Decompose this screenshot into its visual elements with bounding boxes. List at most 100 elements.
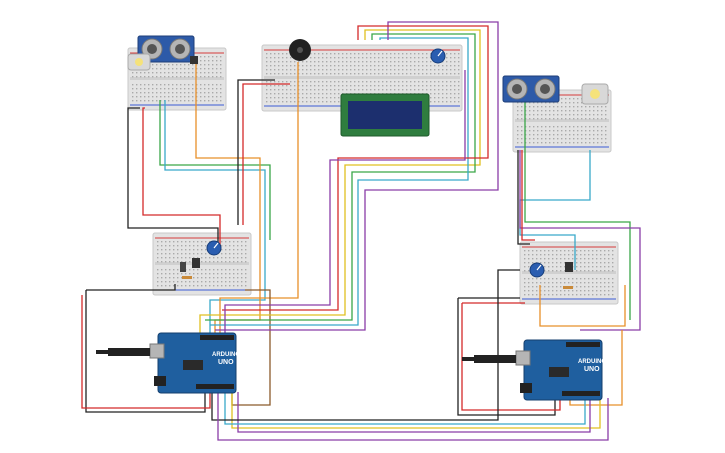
breadboard-hole [528,278,530,280]
potentiometer-icon [206,240,222,256]
breadboard-hole [169,277,171,279]
breadboard-hole [140,72,142,74]
breadboard-hole [241,253,243,255]
breadboard-hole [314,69,316,71]
breadboard-hole [422,85,424,87]
breadboard-hole [524,278,526,280]
breadboard-hole [601,118,603,120]
breadboard-hole [549,118,551,120]
breadboard-hole [537,106,539,108]
breadboard-hole [208,56,210,58]
breadboard-hole [306,89,308,91]
breadboard-hole [517,134,519,136]
breadboard-hole [584,262,586,264]
breadboard-hole [525,118,527,120]
breadboard-hole [378,81,380,83]
breadboard-hole [426,57,428,59]
breadboard-hole [608,290,610,292]
breadboard-hole [157,245,159,247]
breadboard-hole [220,92,222,94]
breadboard-hole [233,249,235,251]
breadboard-hole [605,118,607,120]
breadboard-hole [270,89,272,91]
breadboard-hole [326,97,328,99]
breadboard-hole [350,73,352,75]
breadboard-hole [322,65,324,67]
breadboard-hole [245,285,247,287]
breadboard-hole [529,134,531,136]
breadboard-hole [241,281,243,283]
breadboard-hole [577,110,579,112]
breadboard-hole [286,89,288,91]
breadboard-hole [193,241,195,243]
breadboard-hole [196,64,198,66]
breadboard-hole [569,134,571,136]
breadboard-hole [233,245,235,247]
breadboard-hole [241,249,243,251]
breadboard-hole [152,64,154,66]
breadboard-hole [165,241,167,243]
breadboard-hole [176,100,178,102]
breadboard-hole [278,81,280,83]
breadboard-hole [402,65,404,67]
breadboard-hole [442,101,444,103]
breadboard-hole [286,69,288,71]
breadboard-hole [561,130,563,132]
breadboard-hole [414,89,416,91]
breadboard-hole [338,65,340,67]
breadboard-hole [334,85,336,87]
breadboard-hole [589,118,591,120]
breadboard-hole [581,134,583,136]
breadboard-hole [148,96,150,98]
breadboard-hole [528,258,530,260]
breadboard-hole [342,57,344,59]
breadboard-hole [557,138,559,140]
breadboard-hole [148,72,150,74]
breadboard-hole [326,81,328,83]
breadboard-hole [410,57,412,59]
breadboard-hole [168,76,170,78]
wire-purple-main [224,70,466,335]
breadboard-hole [601,138,603,140]
breadboard-hole [310,53,312,55]
breadboard-hole [209,241,211,243]
breadboard-hole [346,57,348,59]
breadboard-hole [414,53,416,55]
breadboard-hole [209,281,211,283]
breadboard-hole [374,61,376,63]
breadboard-hole [181,273,183,275]
breadboard-hole [370,61,372,63]
breadboard-hole [528,282,530,284]
breadboard-hole [172,76,174,78]
breadboard-hole [136,100,138,102]
breadboard-hole [241,277,243,279]
breadboard-hole [592,250,594,252]
breadboard-hole [458,69,460,71]
breadboard-hole [556,270,558,272]
breadboard-hole [585,110,587,112]
breadboard-hole [177,261,179,263]
breadboard-hole [378,53,380,55]
breadboard-hole [390,57,392,59]
breadboard-hole [589,106,591,108]
breadboard-hole [177,273,179,275]
breadboard-hole [212,60,214,62]
breadboard-hole [577,98,579,100]
breadboard-hole [414,57,416,59]
breadboard-hole [398,81,400,83]
breadboard-hole [306,69,308,71]
breadboard-hole [573,110,575,112]
breadboard-hole [200,64,202,66]
breadboard-hole [334,57,336,59]
breadboard-hole [306,73,308,75]
breadboard-hole [314,61,316,63]
breadboard-hole [322,53,324,55]
breadboard-hole [318,89,320,91]
breadboard-hole [573,134,575,136]
breadboard-hole [366,89,368,91]
breadboard-hole [589,126,591,128]
breadboard-hole [184,68,186,70]
breadboard-hole [596,258,598,260]
breadboard-hole [430,89,432,91]
wire-red-left-outer [81,295,211,409]
